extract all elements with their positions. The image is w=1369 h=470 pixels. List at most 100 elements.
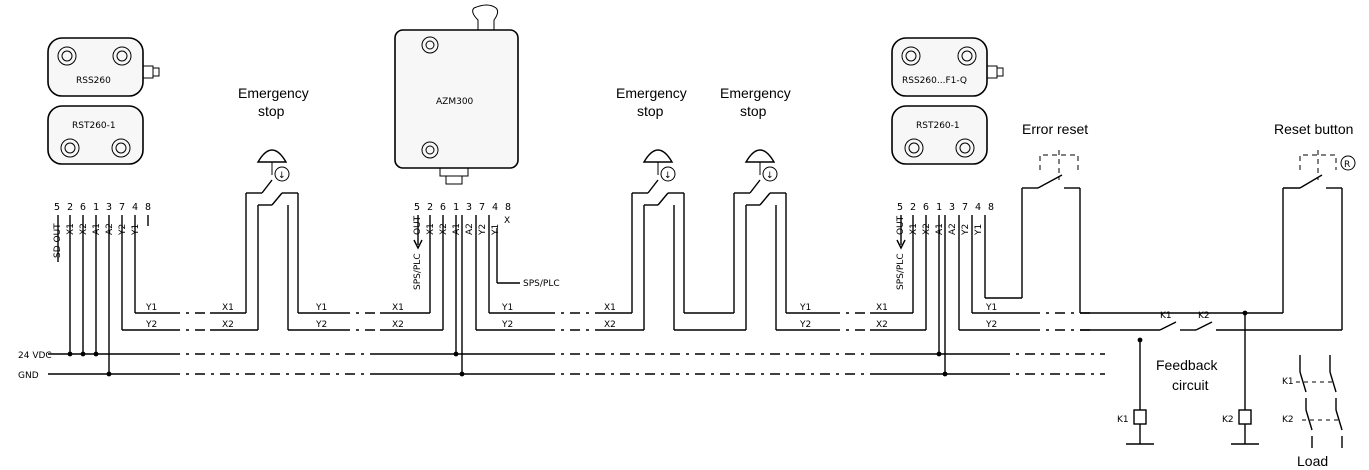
svg-text:6: 6 — [80, 202, 86, 213]
wire-label-y2: Y2 — [145, 320, 157, 330]
azm300-wiring — [380, 215, 545, 377]
svg-text:K1: K1 — [1117, 415, 1129, 425]
terminal-block-left: 5 2 6 1 3 7 4 8 SD OUT X1 X2 A1 A2 Y2 Y1 — [53, 202, 151, 258]
reset-mark: R — [1344, 160, 1350, 170]
svg-text:2: 2 — [910, 202, 916, 213]
svg-text:3: 3 — [466, 202, 472, 213]
rss260-sensor: RSS260 — [47, 37, 160, 97]
sps-plc-horizontal: SPS/PLC — [523, 279, 560, 289]
svg-text:K1: K1 — [1282, 377, 1294, 387]
sps-plc-vertical-azm: SPS/PLC — [413, 253, 423, 290]
rail-gnd-label: GND — [18, 371, 39, 381]
svg-text:X1: X1 — [604, 303, 616, 313]
emergency-stop-3: ↓ Emergency stop — [720, 85, 830, 331]
svg-text:6: 6 — [923, 202, 929, 213]
svg-text:A2: A2 — [948, 223, 958, 235]
relay-k2-coil: K2 — [1222, 409, 1259, 445]
svg-text:Y1: Y1 — [799, 303, 811, 313]
svg-text:X1: X1 — [392, 303, 404, 313]
svg-text:Y1: Y1 — [974, 224, 984, 236]
wire-label-x1: X1 — [222, 303, 234, 313]
svg-text:K2: K2 — [1222, 415, 1234, 425]
svg-text:Y1: Y1 — [501, 303, 513, 313]
svg-text:X1: X1 — [66, 223, 76, 235]
svg-text:A1: A1 — [92, 223, 102, 235]
svg-text:X2: X2 — [79, 223, 89, 235]
svg-text:5: 5 — [54, 202, 60, 213]
estop-3-line2: stop — [740, 103, 767, 119]
feedback-line2: circuit — [1172, 377, 1209, 393]
svg-text:A2: A2 — [105, 223, 115, 235]
svg-text:8: 8 — [145, 202, 151, 213]
svg-text:X2: X2 — [392, 320, 404, 330]
feedback-circuit: K1 K2 Feedback circuit — [1137, 310, 1248, 410]
svg-text:4: 4 — [492, 202, 498, 213]
svg-text:X2: X2 — [604, 320, 616, 330]
emergency-stop-1: ↓ Emergency stop — [238, 85, 340, 331]
azm300-interlock: AZM300 — [394, 4, 519, 185]
svg-text:X1: X1 — [909, 223, 919, 235]
svg-text:8: 8 — [988, 202, 994, 213]
error-reset-button: Error reset — [1022, 121, 1088, 180]
svg-text:X2: X2 — [876, 320, 888, 330]
svg-text:Y2: Y2 — [985, 320, 997, 330]
svg-text:Y2: Y2 — [118, 224, 128, 236]
svg-text:X2: X2 — [922, 223, 932, 235]
svg-text:1: 1 — [936, 202, 942, 213]
right-wiring — [870, 174, 1081, 377]
rail-24vdc-label: 24 VDC — [18, 351, 52, 361]
svg-text:1: 1 — [453, 202, 459, 213]
svg-text:A2: A2 — [465, 223, 475, 235]
estop-2-line1: Emergency — [616, 85, 687, 101]
wire-label-x2: X2 — [222, 320, 234, 330]
left-wiring — [57, 215, 258, 377]
estop-1-line1: Emergency — [238, 85, 309, 101]
rst260-left-label: RST260-1 — [72, 121, 116, 131]
rst260-actuator-left: RST260-1 — [47, 105, 144, 165]
sps-plc-vertical-right: SPS/PLC — [896, 253, 906, 290]
svg-text:↓: ↓ — [664, 171, 672, 181]
svg-text:A1: A1 — [452, 223, 462, 235]
svg-text:3: 3 — [949, 202, 955, 213]
svg-text:X1: X1 — [426, 223, 436, 235]
load-contacts: K1 K2 Load — [1282, 355, 1343, 469]
svg-text:6: 6 — [440, 202, 446, 213]
azm300-label: AZM300 — [436, 97, 474, 107]
svg-text:7: 7 — [479, 202, 485, 213]
svg-text:Y1: Y1 — [491, 224, 501, 236]
svg-text:Y2: Y2 — [501, 320, 513, 330]
reset-button: R Reset button — [1245, 121, 1356, 331]
svg-text:Y2: Y2 — [961, 224, 971, 236]
svg-text:↓: ↓ — [278, 171, 286, 181]
svg-text:Y2: Y2 — [799, 320, 811, 330]
svg-text:5: 5 — [897, 202, 903, 213]
svg-text:Y1: Y1 — [985, 303, 997, 313]
svg-text:Y1: Y1 — [315, 303, 327, 313]
svg-text:2: 2 — [67, 202, 73, 213]
terminal-block-azm300: 5 2 6 1 3 7 4 8 OUT X1 X2 A1 A2 Y2 Y1 X … — [413, 202, 560, 290]
feedback-line1: Feedback — [1156, 357, 1218, 373]
svg-text:7: 7 — [962, 202, 968, 213]
svg-text:4: 4 — [132, 202, 138, 213]
relay-k1-coil: K1 — [1117, 409, 1154, 445]
emergency-stop-2: ↓ Emergency stop — [616, 85, 746, 331]
rss260-f1-sensor: RSS260...F1-Q — [891, 37, 1004, 97]
svg-text:Y2: Y2 — [315, 320, 327, 330]
reset-button-label: Reset button — [1274, 121, 1353, 137]
svg-text:8: 8 — [505, 202, 511, 213]
estop-1-line2: stop — [258, 103, 285, 119]
svg-text:X2: X2 — [439, 223, 449, 235]
svg-text:7: 7 — [119, 202, 125, 213]
svg-text:↓: ↓ — [766, 171, 774, 181]
svg-text:Y1: Y1 — [131, 224, 141, 236]
wire-label-y1: Y1 — [145, 303, 157, 313]
svg-text:1: 1 — [93, 202, 99, 213]
rst260-actuator-right: RST260-1 — [891, 105, 988, 165]
svg-text:2: 2 — [427, 202, 433, 213]
svg-text:3: 3 — [106, 202, 112, 213]
rss260-label: RSS260 — [76, 76, 111, 86]
rst260-right-label: RST260-1 — [916, 121, 960, 131]
svg-text:K2: K2 — [1282, 415, 1294, 425]
svg-text:X1: X1 — [876, 303, 888, 313]
